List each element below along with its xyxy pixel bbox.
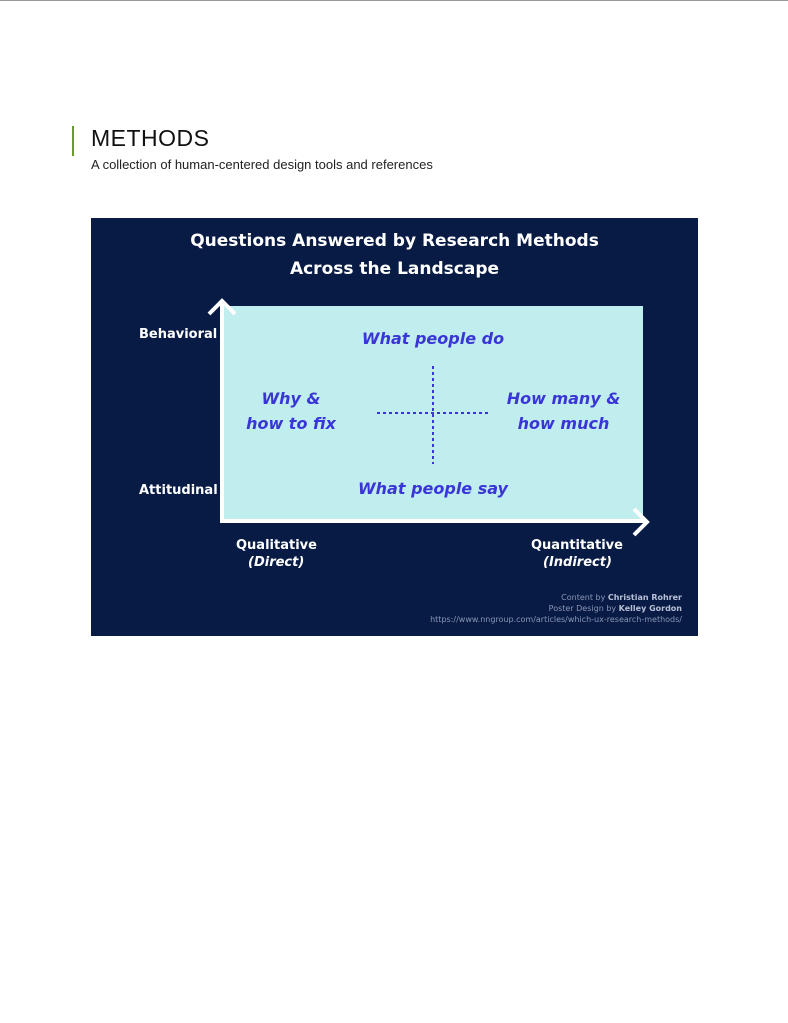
research-methods-poster: Questions Answered by Research Methods A… <box>91 218 698 636</box>
page-subtitle: A collection of human-centered design to… <box>91 157 433 172</box>
page-title: METHODS <box>91 125 210 151</box>
label-qualitative: Qualitative <box>236 538 317 553</box>
poster-title-line2: Across the Landscape <box>289 259 500 279</box>
label-attitudinal: Attitudinal <box>139 483 218 498</box>
label-direct: (Direct) <box>248 555 305 570</box>
credit-content-name: Christian Rohrer <box>607 593 682 602</box>
quadrant-left-text-2: how to fix <box>246 414 336 433</box>
credit-design-label: Poster Design by <box>548 604 617 613</box>
credit-design: Poster Design by Kelley Gordon <box>549 604 682 613</box>
quadrant-left-text-1: Why & <box>261 389 321 408</box>
title-accent-bar <box>72 126 74 156</box>
label-quantitative: Quantitative <box>531 538 623 553</box>
poster-title-line1: Questions Answered by Research Methods <box>190 231 599 251</box>
credit-content-label: Content by <box>561 593 606 602</box>
quadrant-top-text: What people do <box>361 329 505 348</box>
top-border <box>0 0 788 1</box>
axes-arrows-icon <box>207 298 650 537</box>
quadrant-right-text-1: How many & <box>506 389 621 408</box>
quadrant-bottom-text: What people say <box>358 479 508 498</box>
credit-url: https://www.nngroup.com/articles/which-u… <box>430 615 682 624</box>
credit-content: Content by Christian Rohrer <box>561 593 682 602</box>
quadrant-right-text-2: how much <box>517 414 610 433</box>
credit-design-name: Kelley Gordon <box>618 604 682 613</box>
label-indirect: (Indirect) <box>543 555 612 570</box>
label-behavioral: Behavioral <box>139 327 218 342</box>
